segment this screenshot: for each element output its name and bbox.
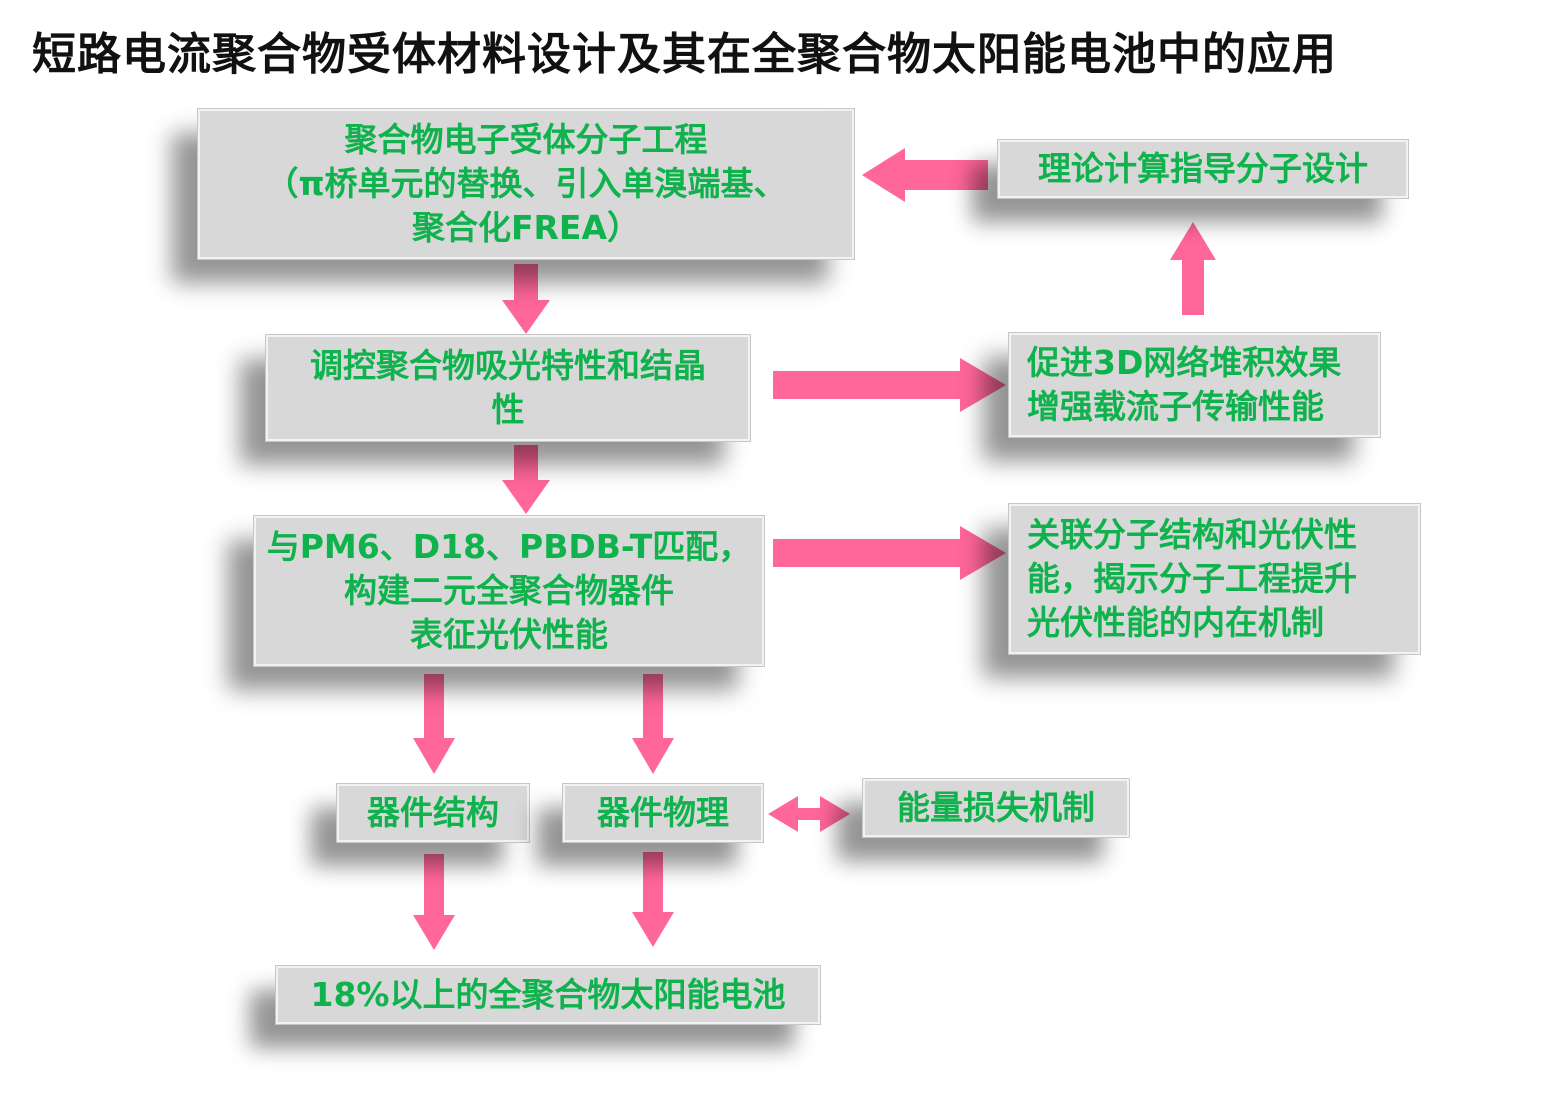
node-absorption-crystallinity: 调控聚合物吸光特性和结晶 性 (265, 334, 751, 442)
node-energy-loss: 能量损失机制 (862, 778, 1130, 838)
node-result: 18%以上的全聚合物太阳能电池 (275, 965, 821, 1025)
node-molecular-engineering-line-1: 聚合物电子受体分子工程 (344, 120, 708, 159)
node-mechanism-line-3: 光伏性能的内在机制 (1027, 603, 1324, 642)
node-mechanism-line-2: 能，揭示分子工程提升 (1027, 559, 1357, 598)
node-molecular-engineering: 聚合物电子受体分子工程 （π桥单元的替换、引入单溴端基、 聚合化FREA） (197, 108, 855, 260)
arrow-absorption-to-network (773, 358, 1006, 412)
node-device-fabrication-line-3: 表征光伏性能 (410, 615, 608, 654)
node-mechanism: 关联分子结构和光伏性 能，揭示分子工程提升 光伏性能的内在机制 (1008, 503, 1421, 655)
node-theory-guidance-line-1: 理论计算指导分子设计 (1038, 149, 1368, 188)
arrow-structure-to-result (413, 854, 455, 950)
arrow-physics-energy-loss (768, 796, 850, 832)
arrow-engineering-to-absorption (502, 264, 550, 334)
node-absorption-crystallinity-line-2: 性 (491, 390, 525, 429)
arrow-network-to-theory (1170, 222, 1216, 315)
node-network-stacking-line-2: 增强载流子传输性能 (1027, 387, 1324, 426)
arrow-device-to-mechanism (773, 526, 1006, 580)
node-device-physics-line-1: 器件物理 (597, 793, 729, 832)
node-theory-guidance: 理论计算指导分子设计 (997, 139, 1409, 199)
node-result-line-1: 18%以上的全聚合物太阳能电池 (310, 975, 786, 1014)
node-device-fabrication-line-2: 构建二元全聚合物器件 (344, 571, 674, 610)
node-molecular-engineering-line-3: 聚合化FREA） (411, 208, 641, 247)
node-energy-loss-line-1: 能量损失机制 (897, 788, 1095, 827)
node-device-structure-line-1: 器件结构 (367, 793, 499, 832)
arrow-device-to-physics (632, 674, 674, 774)
node-device-physics: 器件物理 (562, 783, 764, 843)
arrow-absorption-to-device (502, 445, 550, 514)
node-device-fabrication-line-1: 与PM6、D18、PBDB-T匹配， (266, 527, 752, 566)
node-network-stacking: 促进3D网络堆积效果 增强载流子传输性能 (1008, 332, 1381, 438)
arrow-device-to-structure (413, 674, 455, 774)
arrow-physics-to-result (632, 852, 674, 947)
node-mechanism-line-1: 关联分子结构和光伏性 (1027, 515, 1357, 554)
page-title: 短路电流聚合物受体材料设计及其在全聚合物太阳能电池中的应用 (32, 29, 1337, 80)
node-network-stacking-line-1: 促进3D网络堆积效果 (1027, 343, 1342, 382)
node-device-structure: 器件结构 (336, 783, 530, 843)
node-absorption-crystallinity-line-1: 调控聚合物吸光特性和结晶 (310, 346, 706, 385)
node-device-fabrication: 与PM6、D18、PBDB-T匹配， 构建二元全聚合物器件 表征光伏性能 (253, 515, 765, 667)
node-molecular-engineering-line-2: （π桥单元的替换、引入单溴端基、 (265, 164, 787, 203)
arrow-theory-to-engineering (862, 148, 988, 202)
